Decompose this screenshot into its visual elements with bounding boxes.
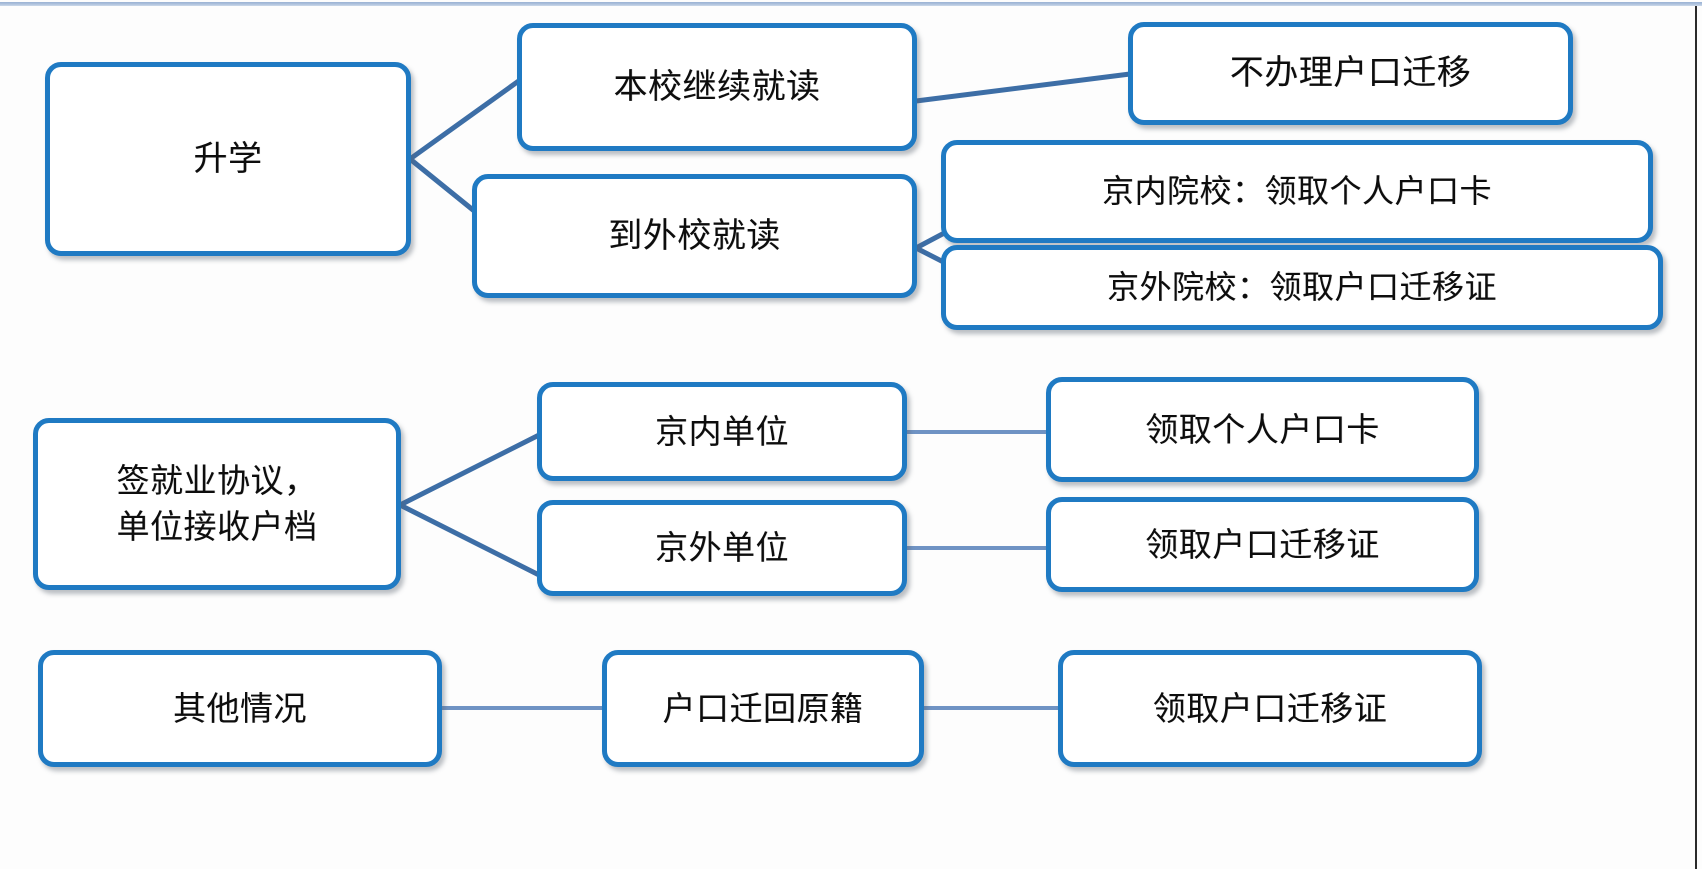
node-return-hometown-label: 户口迁回原籍	[662, 688, 864, 728]
top-divider-rule	[0, 2, 1702, 6]
node-further-study[interactable]: 升学	[45, 62, 411, 256]
connector-employment-fork	[397, 429, 548, 581]
node-outside-employer-label: 京外单位	[655, 528, 789, 568]
node-other-case-label: 其他情况	[173, 688, 307, 728]
node-return-hometown[interactable]: 户口迁回原籍	[602, 650, 924, 767]
node-further-study-label: 升学	[193, 138, 263, 179]
node-no-transfer-label: 不办理户口迁移	[1229, 53, 1472, 94]
node-stay-same-school-label: 本校继续就读	[613, 66, 821, 107]
connector-stay-to-no-transfer	[913, 71, 1133, 104]
node-receive-personal-card[interactable]: 领取个人户口卡	[1046, 377, 1479, 482]
node-beijing-employer-label: 京内单位	[655, 411, 789, 451]
node-employment-agreement-label: 签就业协议， 单位接收户档	[116, 461, 318, 546]
node-beijing-school-label: 京内院校：领取个人户口卡	[1101, 172, 1492, 211]
node-beijing-school[interactable]: 京内院校：领取个人户口卡	[941, 140, 1653, 243]
node-outside-employer[interactable]: 京外单位	[537, 500, 907, 596]
node-other-school[interactable]: 到外校就读	[472, 174, 917, 298]
node-other-case[interactable]: 其他情况	[38, 650, 442, 767]
node-no-transfer[interactable]: 不办理户口迁移	[1128, 22, 1573, 125]
node-other-school-label: 到外校就读	[608, 215, 781, 256]
page-right-border	[1695, 6, 1697, 869]
node-receive-transfer-cert-2-label: 领取户口迁移证	[1152, 688, 1388, 728]
node-outside-school-label: 京外院校：领取户口迁移证	[1106, 268, 1497, 307]
node-receive-transfer-cert[interactable]: 领取户口迁移证	[1046, 497, 1479, 592]
node-receive-personal-card-label: 领取个人户口卡	[1145, 409, 1380, 449]
node-stay-same-school[interactable]: 本校继续就读	[517, 23, 917, 151]
node-beijing-employer[interactable]: 京内单位	[537, 382, 907, 481]
node-receive-transfer-cert-2[interactable]: 领取户口迁移证	[1058, 650, 1482, 767]
node-outside-school[interactable]: 京外院校：领取户口迁移证	[941, 245, 1663, 330]
node-employment-agreement[interactable]: 签就业协议， 单位接收户档	[33, 418, 401, 590]
node-receive-transfer-cert-label: 领取户口迁移证	[1145, 524, 1380, 564]
